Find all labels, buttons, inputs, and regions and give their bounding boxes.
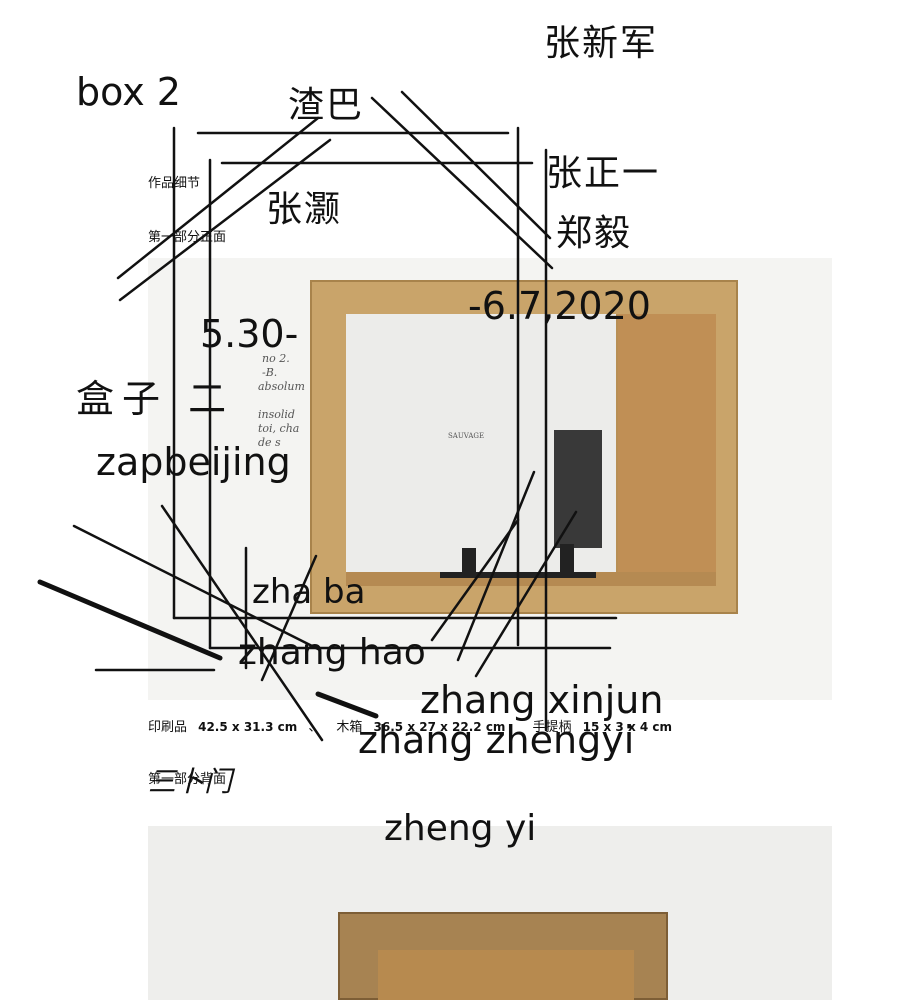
zhaba-cn: 渣巴 <box>288 85 365 126</box>
place-label: zapbeijing <box>96 440 291 484</box>
specs-box-label: 木箱 <box>336 720 363 735</box>
sketch-text-4: insolid <box>258 408 295 421</box>
zhengyi-label: zheng yi <box>384 808 537 849</box>
box-label: box 2 <box>76 70 181 114</box>
wooden-box-side <box>618 314 716 586</box>
specs-handle-size: 15 x 3 x 4 cm <box>582 720 673 734</box>
sketch-text-6: de s <box>258 436 281 449</box>
sketch-text-5: toi, cha <box>258 422 300 435</box>
specs-box-size: 36.5 x 27 x 22.2 cm <box>373 720 506 734</box>
sketch-text-1: no 2. <box>262 352 290 365</box>
wooden-box-back-panel <box>378 950 634 1000</box>
zhangxinjun-cn: 张新军 <box>544 23 659 64</box>
box-cn-label: 盒子 二 <box>76 377 235 421</box>
wooden-box-floor <box>346 572 716 586</box>
stand-right <box>560 544 574 576</box>
sketch-text-7: SAUVAGE <box>448 432 485 440</box>
handwritten-scribble: 三卜门 <box>148 765 233 798</box>
specs-handle-label: 手提柄 <box>532 720 572 735</box>
date-start: 5.30- <box>200 312 299 356</box>
zhangzhao-cn: 张灏 <box>266 189 343 230</box>
ink-mark <box>554 430 602 548</box>
zhangzhengyi-label: zhang zhengyi <box>358 718 635 762</box>
specs-print-label: 印刷品 <box>148 720 188 735</box>
sketch-text-2: -B. <box>262 366 278 379</box>
zhaba-label: zha ba <box>252 572 366 612</box>
section-back-title: 第一部分背面 <box>148 772 227 787</box>
zhangzhengyi-cn: 张正一 <box>546 153 661 194</box>
stand-left <box>462 548 476 576</box>
specs-print-size: 42.5 x 31.3 cm <box>198 720 298 734</box>
sketch-text-3: absolum <box>258 380 305 393</box>
zhanghao-label: zhang hao <box>238 632 426 673</box>
zhengyi-cn: 郑毅 <box>556 213 633 254</box>
specs-line: 印刷品 42.5 x 31.3 cm 、 木箱 36.5 x 27 x 22.2… <box>148 716 672 735</box>
zhangxinjun-label: zhang xinjun <box>420 678 664 722</box>
date-end: -6.7,2020 <box>468 284 651 328</box>
